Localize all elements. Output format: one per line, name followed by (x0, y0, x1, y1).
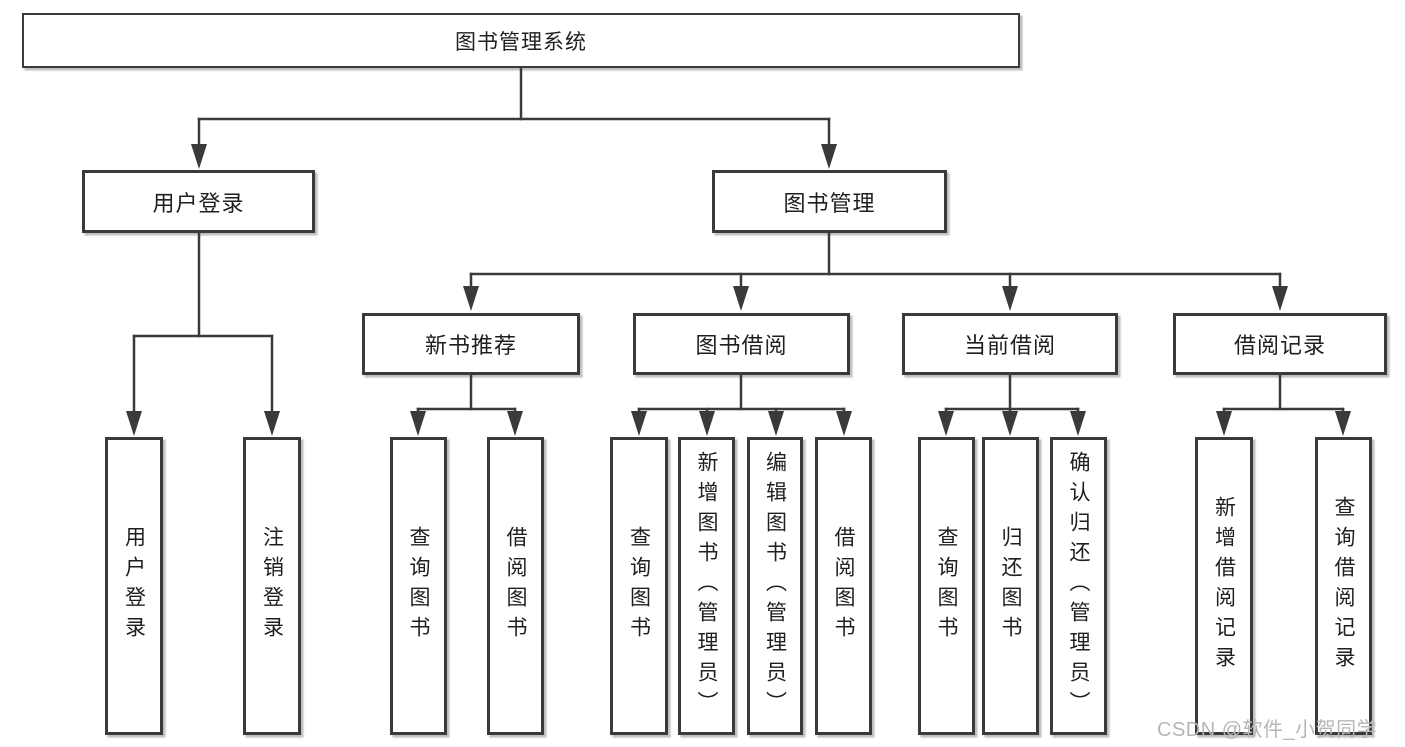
arrowhead (821, 144, 837, 169)
node-query-books: 查询图书 (390, 437, 447, 735)
node-label: 归还图书 (999, 526, 1022, 646)
node-borrow-books: 借阅图书 (487, 437, 544, 735)
node-user-login-leaf: 用户登录 (105, 437, 163, 735)
node-label: 用户登录 (122, 526, 146, 646)
node-confirm-return-admin: 确认归还（管理员） (1050, 437, 1107, 735)
node-borrow-records: 借阅记录 (1173, 313, 1387, 375)
arrowhead (1272, 286, 1288, 311)
node-query-books: 查询图书 (918, 437, 975, 735)
arrowhead (699, 411, 715, 436)
node-return-books: 归还图书 (982, 437, 1039, 735)
arrowhead (733, 286, 749, 311)
node-label: 查询图书 (627, 526, 651, 646)
arrowhead (836, 411, 852, 436)
node-label: 编辑图书（管理员） (763, 451, 787, 721)
node-label: 借阅图书 (832, 526, 855, 646)
node-user-login: 用户登录 (82, 170, 315, 233)
arrowhead (938, 411, 954, 436)
arrowhead (410, 411, 426, 436)
node-logout: 注销登录 (243, 437, 301, 735)
node-add-books-admin: 新增图书（管理员） (678, 437, 735, 735)
node-library-management-system: 图书管理系统 (22, 13, 1020, 68)
node-label: 注销登录 (260, 526, 284, 646)
arrowhead (1216, 411, 1232, 436)
arrowheads (126, 144, 1351, 436)
arrowhead (507, 411, 523, 436)
node-new-book-recommend: 新书推荐 (362, 313, 580, 375)
arrowhead (1002, 411, 1018, 436)
arrowhead (631, 411, 647, 436)
node-current-borrow: 当前借阅 (902, 313, 1118, 375)
node-label: 借阅图书 (504, 526, 527, 646)
arrowhead (768, 411, 784, 436)
arrowhead (264, 411, 280, 436)
node-edit-books-admin: 编辑图书（管理员） (747, 437, 803, 735)
node-book-borrow: 图书借阅 (633, 313, 850, 375)
node-label: 查询借阅记录 (1332, 496, 1355, 676)
node-query-borrow-record: 查询借阅记录 (1315, 437, 1372, 735)
arrowhead (1335, 411, 1351, 436)
arrowhead (1002, 286, 1018, 311)
node-borrow-books: 借阅图书 (815, 437, 872, 735)
csdn-watermark: CSDN @软件_小贺同学 (1157, 719, 1378, 741)
arrowhead (126, 411, 142, 436)
node-label: 新增图书（管理员） (695, 451, 718, 721)
node-label: 确认归还（管理员） (1067, 451, 1090, 721)
arrowhead (463, 286, 479, 311)
arrowhead (191, 144, 207, 169)
arrowhead (1070, 411, 1086, 436)
node-label: 查询图书 (407, 526, 430, 646)
node-book-management: 图书管理 (712, 170, 947, 233)
node-label: 查询图书 (935, 526, 958, 646)
node-query-books: 查询图书 (610, 437, 668, 735)
node-label: 新增借阅记录 (1212, 496, 1236, 676)
node-add-borrow-record: 新增借阅记录 (1195, 437, 1253, 735)
